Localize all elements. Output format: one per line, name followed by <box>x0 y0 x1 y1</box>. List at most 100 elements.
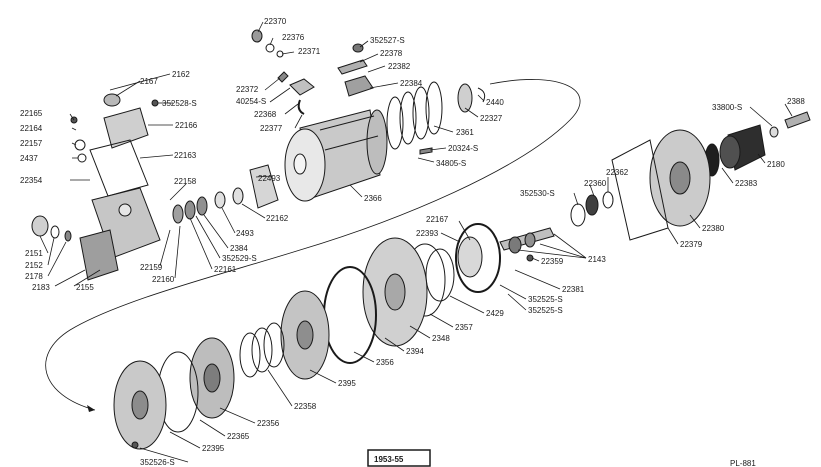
part-label: 22371 <box>298 47 321 56</box>
part-label: 352527-S <box>370 36 405 45</box>
seal-22161 <box>184 200 196 220</box>
part-label: 352526-S <box>140 458 175 467</box>
ring-2437 <box>77 153 87 163</box>
part-label: 22354 <box>20 176 43 185</box>
part-label: 22365 <box>227 432 250 441</box>
part-label: 352525-S <box>528 306 563 315</box>
part-label: 22493 <box>258 174 281 183</box>
part-label: 22372 <box>236 85 259 94</box>
assembly-flow-arc-upper <box>45 79 581 411</box>
boot-assembly <box>704 111 811 177</box>
part-label: 22359 <box>541 257 564 266</box>
part-label: 22167 <box>426 215 449 224</box>
part-label: 2356 <box>376 358 394 367</box>
front-housing-hub <box>131 390 149 420</box>
year-badge: 1953-55 <box>367 449 431 467</box>
screw-352528 <box>151 99 159 107</box>
part-label: 22163 <box>174 151 197 160</box>
part-label: 22159 <box>140 263 163 272</box>
part-label: 22157 <box>20 139 43 148</box>
plate-2395-hub <box>296 320 314 350</box>
part-label: 34805-S <box>436 159 466 168</box>
part-label: 22379 <box>680 240 703 249</box>
plate-2348-hub <box>384 273 406 311</box>
part-label: 22393 <box>416 229 439 238</box>
part-label: 22370 <box>264 17 287 26</box>
part-label: 2151 <box>25 249 43 258</box>
part-label: 2394 <box>406 347 424 356</box>
washer-22162 <box>232 187 244 205</box>
linkage-assembly <box>251 29 374 115</box>
part-label: 2357 <box>455 323 473 332</box>
bolt-352526 <box>131 441 139 449</box>
part-label: 2162 <box>172 70 190 79</box>
part-label: 22161 <box>214 265 237 274</box>
part-label: 22327 <box>480 114 503 123</box>
part-label: 22376 <box>282 33 305 42</box>
part-label: 2167 <box>140 77 158 86</box>
diaphragm-22327 <box>457 83 473 113</box>
part-label: 22358 <box>294 402 317 411</box>
year-badge-text: 1953-55 <box>374 455 404 464</box>
part-label: 2143 <box>588 255 606 264</box>
washer-22362 <box>602 191 614 209</box>
part-label: 2388 <box>787 97 805 106</box>
part-label: 22166 <box>175 121 198 130</box>
part-label: 33800-S <box>712 103 742 112</box>
part-label: 22362 <box>606 168 629 177</box>
clip-2440 <box>477 87 486 103</box>
part-label: 22381 <box>562 285 585 294</box>
part-label: 22382 <box>388 62 411 71</box>
seal-2384 <box>196 196 208 216</box>
part-label: 2348 <box>432 334 450 343</box>
ring-352530 <box>570 203 586 227</box>
ring-22393 <box>455 223 501 293</box>
part-label: 2437 <box>20 154 38 163</box>
washer-2493 <box>214 191 226 209</box>
pin-20324 <box>419 147 433 155</box>
part-label: 22360 <box>584 179 607 188</box>
part-label: 22158 <box>174 177 197 186</box>
end-plate <box>249 164 279 209</box>
part-label: 2440 <box>486 98 504 107</box>
part-label: 352525-S <box>528 295 563 304</box>
part-labels: 22370 22376 22371 22372 40254-S 22368 22… <box>20 17 805 467</box>
part-label: 2395 <box>338 379 356 388</box>
washer-22157 <box>74 139 86 151</box>
seal-22160 <box>172 204 184 224</box>
rear-flange <box>611 129 711 241</box>
part-label: 2429 <box>486 309 504 318</box>
main-cylinder <box>284 109 388 202</box>
part-label: 22384 <box>400 79 423 88</box>
part-label: 22377 <box>260 124 283 133</box>
spring-22358 <box>239 322 285 378</box>
part-label: 22165 <box>20 109 43 118</box>
part-label: 22395 <box>202 444 225 453</box>
part-label: 22383 <box>735 179 758 188</box>
part-label: 352530-S <box>520 189 555 198</box>
valve-cover <box>89 93 149 197</box>
part-label: 352529-S <box>222 254 257 263</box>
washer-2152 <box>50 225 60 239</box>
diaphragm-22365-hub <box>203 363 221 393</box>
part-label: 2493 <box>236 229 254 238</box>
part-label: 2384 <box>230 244 248 253</box>
part-label: 20324-S <box>448 144 478 153</box>
part-label: 2152 <box>25 261 43 270</box>
part-label: 2155 <box>76 283 94 292</box>
part-label: 22380 <box>702 224 725 233</box>
valve-housing <box>79 187 161 281</box>
part-label: 22356 <box>257 419 280 428</box>
part-label: 22368 <box>254 110 277 119</box>
part-label: 2366 <box>364 194 382 203</box>
seal-22360 <box>585 194 599 216</box>
part-label: 2361 <box>456 128 474 137</box>
plate-id: PL-881 <box>730 459 756 467</box>
part-label: 2180 <box>767 160 785 169</box>
part-label: 352528-S <box>162 99 197 108</box>
fitting-2178 <box>64 230 72 242</box>
leader-lines <box>39 21 793 463</box>
part-label: 22164 <box>20 124 43 133</box>
push-rod <box>499 227 555 262</box>
